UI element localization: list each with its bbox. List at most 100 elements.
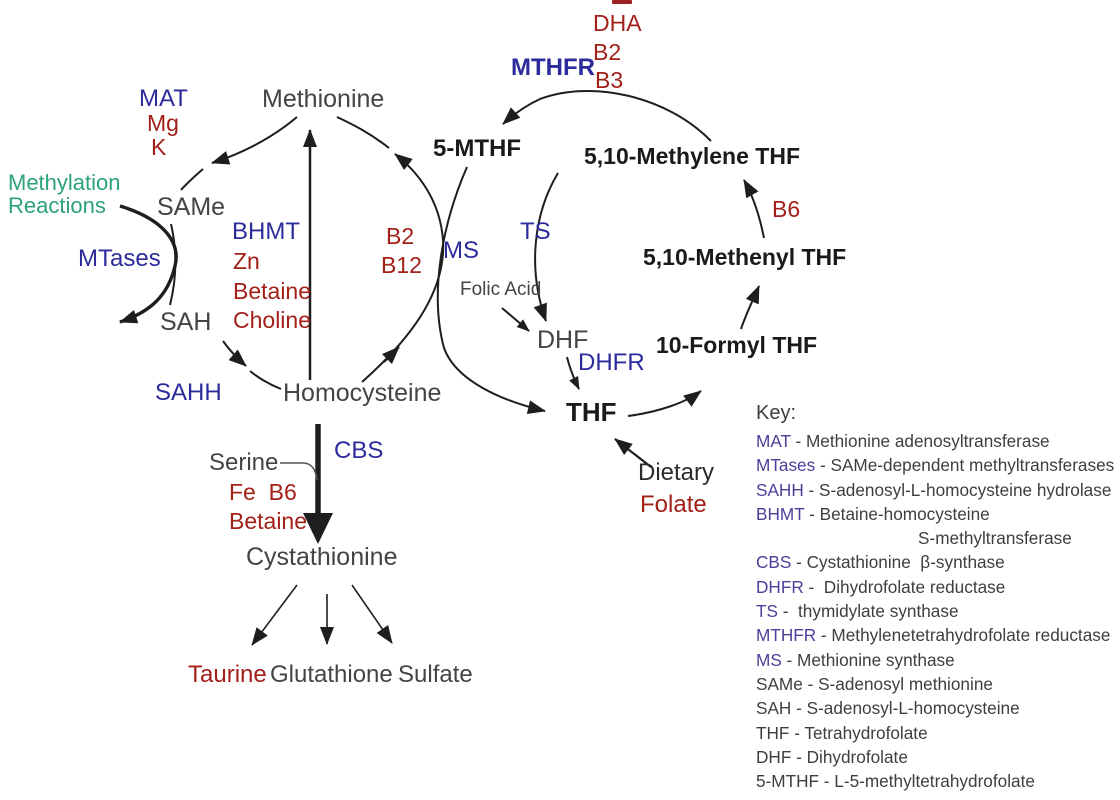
arrow-cbs-head (303, 513, 333, 544)
key-item: DHFR - Dihydrofolate reductase (756, 575, 1116, 599)
cofactor-b2-mthfr: B2 (593, 39, 622, 65)
arc-thf-to-formyl (627, 390, 702, 417)
key-desc: - thymidylate synthase (777, 601, 959, 622)
node-sulfate: Sulfate (398, 661, 473, 688)
key-term: 5-MTHF (756, 771, 820, 792)
cofactor-b3-mthfr: B3 (595, 67, 624, 93)
key-title: Key: (756, 402, 797, 424)
key-term: DHFR (756, 576, 804, 597)
node-taurine: Taurine (188, 661, 267, 688)
node-sah: SAH (160, 308, 212, 336)
arrow-methionine-to-same-tail (180, 168, 204, 191)
cofactor-mg: Mg (147, 110, 179, 136)
key-item: 5-MTHF - L-5-methyltetrahydrofolate (756, 769, 1116, 793)
arrow-sah-to-homocysteine (222, 340, 247, 367)
node-5mthf: 5-MTHF (433, 135, 521, 162)
cofactor-b6-folate: B6 (772, 196, 801, 222)
key-desc: - Dihydrofolate (791, 746, 908, 767)
key-desc: S-methyltransferase (918, 528, 1072, 549)
enzyme-mtases: MTases (78, 245, 161, 272)
key-desc: - Methionine synthase (781, 649, 955, 670)
enzyme-bhmt: BHMT (232, 218, 300, 245)
key-item: MTHFR - Methylenetetrahydrofolate reduct… (756, 623, 1116, 647)
node-thf: THF (566, 397, 617, 427)
key-term: MTases (756, 455, 816, 476)
arrow-dhf-to-thf-dhfr (566, 356, 580, 390)
key-term: SAH (756, 698, 792, 719)
arrow-methionine-to-same (211, 116, 298, 165)
cropped-red-label-fragment (612, 0, 632, 4)
node-methenyl-thf: 5,10-Methenyl THF (643, 244, 847, 270)
arrow-cystathionine-to-sulfate (351, 584, 393, 644)
key-term: TS (756, 601, 778, 622)
arrow-dietary-folate-to-thf (614, 438, 652, 468)
node-homocysteine: Homocysteine (283, 379, 442, 407)
key-item: DHF - Dihydrofolate (756, 745, 1116, 769)
arc-methylene-to-dhf-ts (533, 172, 559, 322)
key-term: MS (756, 649, 782, 670)
key-desc: - Methionine adenosyltransferase (790, 431, 1050, 451)
key-desc: - L-5-methyltetrahydrofolate (819, 771, 1035, 792)
label-methylation-reactions: Methylation Reactions (8, 170, 121, 218)
node-methylene-thf: 5,10-Methylene THF (584, 143, 800, 169)
cofactor-fe-b6: Fe B6 (229, 479, 297, 505)
key-desc: - S-adenosyl methionine (802, 673, 993, 694)
key-desc: - SAMe-dependent methyltransferases (815, 455, 1115, 476)
key-desc: - Methylenetetrahydrofolate reductase (816, 625, 1111, 646)
node-methionine: Methionine (262, 85, 385, 113)
arrow-formyl-to-methenyl (740, 285, 760, 330)
connector-serine (280, 462, 318, 481)
key-desc: - S-adenosyl-L-homocysteine hydrolase (803, 479, 1112, 500)
key-term: MTHFR (756, 625, 817, 646)
enzyme-ts: TS (520, 218, 551, 245)
enzyme-cbs: CBS (334, 437, 384, 464)
key-desc: - Tetrahydrofolate (789, 722, 928, 743)
key-term: CBS (756, 552, 792, 573)
cofactor-betaine-bhmt: Betaine (233, 278, 312, 304)
key-term: SAMe (756, 673, 803, 694)
cofactor-b12-ms: B12 (381, 252, 422, 278)
key-item: S-methyltransferase (756, 526, 1116, 550)
node-dhf: DHF (537, 326, 589, 354)
node-folic-acid: Folic Acid (460, 279, 542, 300)
arc-homocysteine-mid-arrowhead (382, 346, 400, 364)
key-item: TS - thymidylate synthase (756, 599, 1116, 623)
node-folate: Folate (640, 491, 707, 518)
enzyme-dhfr: DHFR (578, 349, 645, 376)
key-term: MAT (756, 431, 791, 451)
enzyme-sahh: SAHH (155, 379, 222, 406)
key-item: BHMT - Betaine-homocysteine (756, 502, 1116, 526)
arrow-sah-to-homocysteine-tail (249, 370, 282, 390)
key-term: BHMT (756, 503, 805, 524)
key-desc: - Betaine-homocysteine (804, 503, 990, 524)
key-desc: - Dihydrofolate reductase (803, 576, 1006, 597)
cofactor-zn: Zn (233, 248, 260, 274)
key-item: SAHH - S-adenosyl-L-homocysteine hydrola… (756, 478, 1116, 502)
node-cystathionine: Cystathionine (246, 543, 398, 571)
enzyme-mat: MAT (139, 85, 188, 112)
key-desc: - S-adenosyl-L-homocysteine (791, 698, 1020, 719)
arc-methylene-to-5mthf (502, 89, 712, 142)
key-item: MAT - Methionine adenosyltransferase (756, 429, 1116, 453)
key-term: THF (756, 722, 790, 743)
key-desc: - Cystathionine β-synthase (791, 552, 1005, 573)
enzyme-mthfr: MTHFR (511, 54, 595, 81)
key-item: THF - Tetrahydrofolate (756, 721, 1116, 745)
node-glutathione: Glutathione (270, 661, 393, 688)
key-item: SAMe - S-adenosyl methionine (756, 672, 1116, 696)
key-block: Key: MAT - Methionine adenosyltransferas… (756, 402, 1116, 793)
key-item: MS - Methionine synthase (756, 648, 1116, 672)
node-formyl-thf: 10-Formyl THF (656, 332, 818, 358)
key-item: CBS - Cystathionine β-synthase (756, 550, 1116, 574)
node-serine: Serine (209, 449, 279, 476)
cofactor-b2-ms: B2 (386, 223, 415, 249)
cofactor-betaine-cbs: Betaine (229, 508, 308, 534)
arc-homocysteine-to-methionine-tail (336, 116, 390, 149)
cofactor-k: K (151, 134, 167, 160)
key-term: SAHH (756, 479, 804, 500)
arrow-cystathionine-to-taurine (251, 584, 298, 646)
key-term: DHF (756, 746, 792, 767)
